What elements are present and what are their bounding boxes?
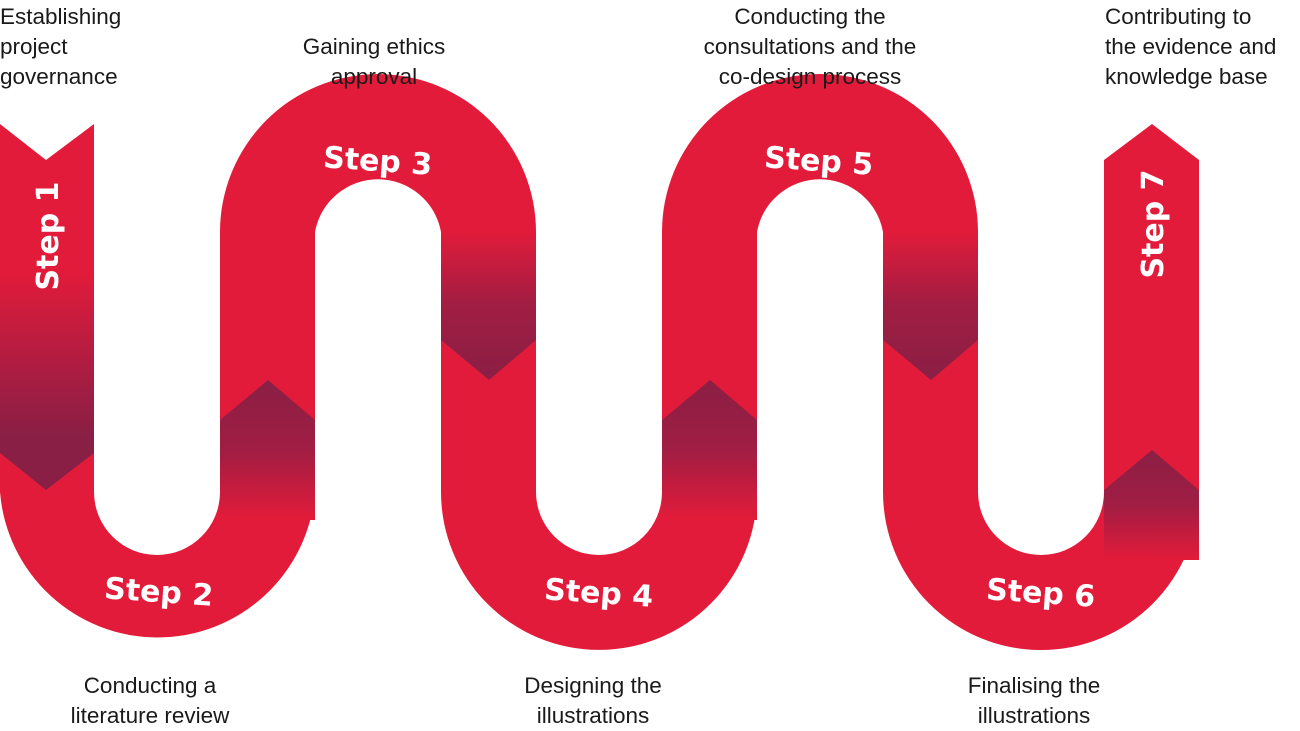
step-7-label: Step 7 — [1136, 169, 1171, 278]
description-line: project — [0, 34, 68, 59]
step-4-description: Designing the illustrations — [493, 671, 693, 731]
description-line: consultations and the — [703, 34, 917, 59]
step-4-label: Step 4 — [543, 572, 654, 615]
step-3-description: Gaining ethics approval — [271, 32, 477, 92]
description-line: illustrations — [536, 703, 650, 728]
ribbon-path — [0, 74, 1199, 650]
step-1-label: Step 1 — [31, 181, 66, 290]
step-5-label: Step 5 — [763, 140, 874, 183]
fold-shade-step1 — [0, 270, 94, 490]
fold-shade-step3 — [441, 230, 536, 380]
step-6-description: Finalising the illustrations — [934, 671, 1134, 731]
fold-shade-step5 — [883, 230, 978, 380]
fold-shade-step2 — [220, 380, 315, 520]
description-line: co-design process — [718, 64, 902, 89]
fold-shade-step6 — [1104, 450, 1199, 560]
description-line: Conducting the — [734, 4, 886, 29]
fold-shade-step4 — [662, 380, 757, 520]
description-line: the evidence and — [1105, 34, 1277, 59]
description-line: knowledge base — [1105, 64, 1268, 89]
step-6-label: Step 6 — [985, 572, 1096, 615]
description-line: illustrations — [977, 703, 1091, 728]
step-7-description: Contributing to the evidence and knowled… — [1105, 2, 1276, 92]
description-line: literature review — [70, 703, 230, 728]
description-line: Gaining ethics — [302, 34, 446, 59]
description-line: Designing the — [524, 673, 662, 698]
description-line: Establishing — [0, 4, 122, 29]
description-line: Contributing to — [1105, 4, 1252, 29]
step-2-description: Conducting a literature review — [40, 671, 260, 731]
description-line: governance — [0, 64, 118, 89]
description-line: Finalising the — [967, 673, 1101, 698]
step-3-label: Step 3 — [322, 140, 433, 183]
step-5-description: Conducting the consultations and the co-… — [670, 2, 950, 92]
step-1-description: Establishing project governance — [0, 2, 121, 92]
description-line: approval — [330, 64, 418, 89]
step-2-label: Step 2 — [103, 571, 214, 614]
description-line: Conducting a — [83, 673, 217, 698]
